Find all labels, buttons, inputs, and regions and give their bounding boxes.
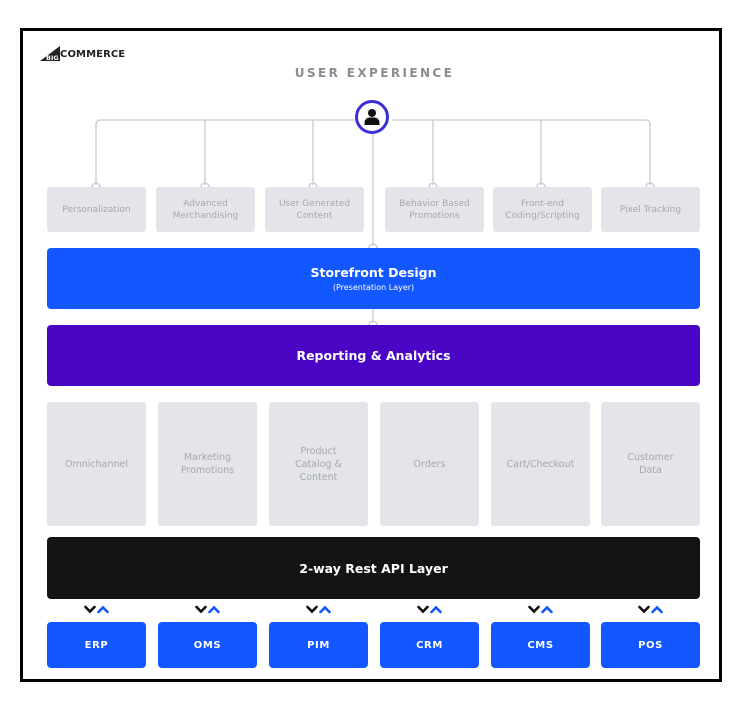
chevron-down-icon	[527, 605, 540, 613]
storefront-title: Storefront Design	[310, 265, 437, 280]
chevron-down-icon	[416, 605, 429, 613]
feature-frontend-coding: Front-end Coding/Scripting	[493, 187, 592, 232]
integration-pos: POS	[601, 622, 700, 668]
rest-api-layer: 2-way Rest API Layer	[47, 537, 700, 599]
chevron-up-icon	[540, 605, 553, 613]
bigcommerce-logo-mark-icon: BIG	[40, 46, 60, 62]
feature-personalization: Personalization	[47, 187, 146, 232]
feature-pixel-tracking: Pixel Tracking	[601, 187, 700, 232]
module-product-catalog: Product Catalog & Content	[269, 402, 368, 526]
bidirectional-arrows-icon	[83, 603, 109, 615]
chevron-up-icon	[96, 605, 109, 613]
integration-crm: CRM	[380, 622, 479, 668]
chevron-down-icon	[305, 605, 318, 613]
integration-erp: ERP	[47, 622, 146, 668]
reporting-title: Reporting & Analytics	[296, 348, 451, 363]
storefront-subtitle: (Presentation Layer)	[332, 283, 415, 292]
module-orders: Orders	[380, 402, 479, 526]
chevron-up-icon	[318, 605, 331, 613]
feature-advanced-merchandising: Advanced Merchandising	[156, 187, 255, 232]
chevron-up-icon	[207, 605, 220, 613]
logo-prefix: BIG	[46, 54, 59, 62]
logo-text: COMMERCE	[60, 48, 126, 60]
user-icon	[355, 100, 389, 134]
chevron-down-icon	[83, 605, 96, 613]
integration-pim: PIM	[269, 622, 368, 668]
feature-behavior-based-promotions: Behavior Based Promotions	[385, 187, 484, 232]
bidirectional-arrows-icon	[416, 603, 442, 615]
api-title: 2-way Rest API Layer	[299, 560, 448, 576]
bidirectional-arrows-icon	[305, 603, 331, 615]
chevron-up-icon	[429, 605, 442, 613]
person-icon	[364, 109, 380, 125]
module-customer-data: Customer Data	[601, 402, 700, 526]
storefront-design-layer: Storefront Design (Presentation Layer)	[47, 248, 700, 309]
bidirectional-arrows-icon	[527, 603, 553, 615]
chevron-down-icon	[194, 605, 207, 613]
integration-cms: CMS	[491, 622, 590, 668]
chevron-up-icon	[650, 605, 663, 613]
chevron-down-icon	[637, 605, 650, 613]
integration-oms: OMS	[158, 622, 257, 668]
module-marketing-promotions: Marketing Promotions	[158, 402, 257, 526]
feature-user-generated-content: User Generated Content	[265, 187, 364, 232]
bigcommerce-logo: BIG COMMERCE	[40, 46, 125, 62]
reporting-analytics-layer: Reporting & Analytics	[47, 325, 700, 386]
diagram-title: USER EXPERIENCE	[294, 66, 455, 80]
bidirectional-arrows-icon	[637, 603, 663, 615]
bidirectional-arrows-icon	[194, 603, 220, 615]
module-omnichannel: Omnichannel	[47, 402, 146, 526]
module-cart-checkout: Cart/Checkout	[491, 402, 590, 526]
